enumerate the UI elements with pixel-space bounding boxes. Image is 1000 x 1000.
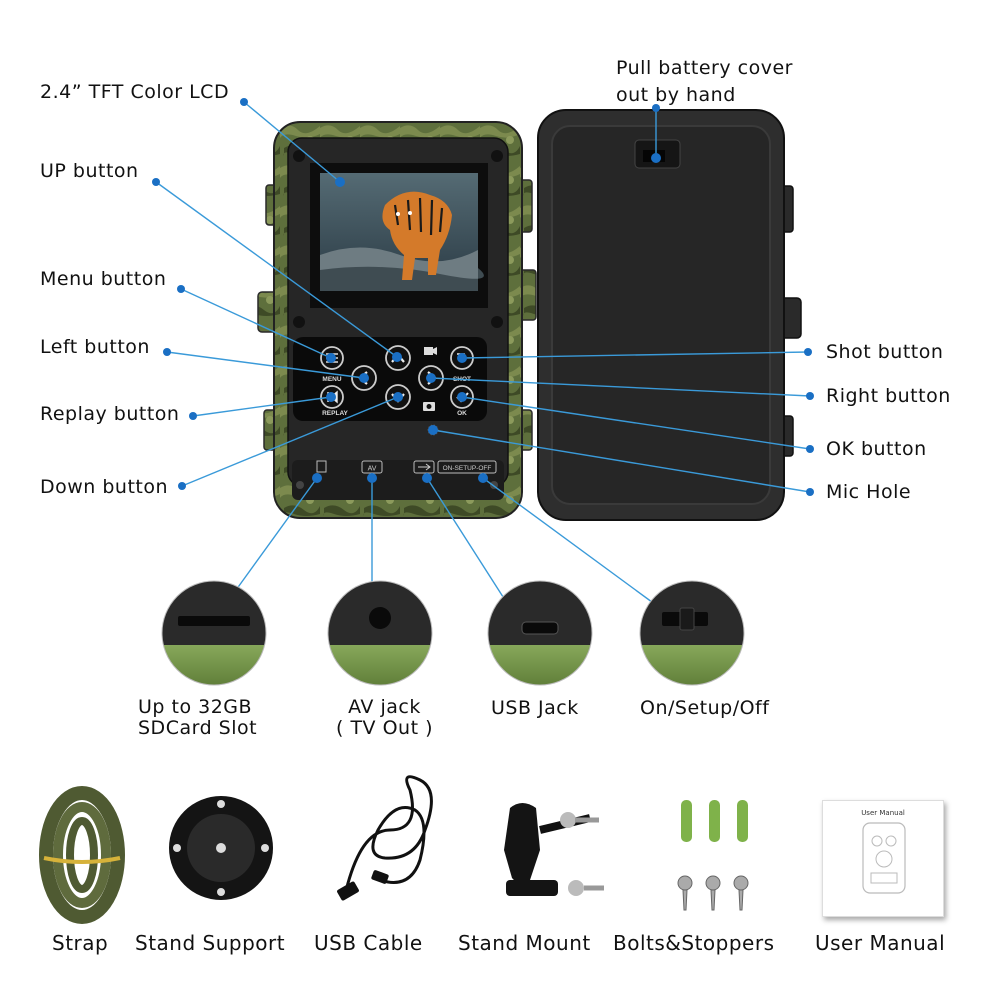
battery-cover bbox=[537, 109, 802, 521]
caption-av-jack: AV jack ( TV Out ) bbox=[336, 697, 433, 739]
label-replay-button: Replay button bbox=[40, 403, 180, 425]
stand-mount-image bbox=[504, 803, 604, 896]
switch-closeup bbox=[639, 580, 745, 686]
manual-cover-camera-icon bbox=[862, 822, 906, 894]
caption-switch: On/Setup/Off bbox=[640, 697, 770, 719]
screw-icon bbox=[491, 316, 503, 328]
label-battery-line2: out by hand bbox=[616, 84, 736, 106]
screw-icon bbox=[293, 150, 305, 162]
label-left-button: Left button bbox=[40, 336, 150, 358]
usb-cable-image bbox=[337, 775, 433, 901]
usb-jack-closeup bbox=[487, 580, 593, 686]
label-mic-hole: Mic Hole bbox=[826, 481, 912, 503]
caption-bolts-stoppers: Bolts&Stoppers bbox=[613, 931, 775, 955]
label-up-button: UP button bbox=[40, 160, 139, 182]
label-lcd: 2.4” TFT Color LCD bbox=[40, 81, 230, 103]
label-right-button: Right button bbox=[826, 385, 951, 407]
label-ok-button: OK button bbox=[826, 438, 927, 460]
usb-icon bbox=[413, 460, 435, 474]
caption-strap: Strap bbox=[52, 931, 109, 955]
label-battery-line1: Pull battery cover bbox=[616, 57, 793, 79]
screw-icon bbox=[293, 316, 305, 328]
leader-lines bbox=[155, 101, 811, 606]
caption-sd-line2: SDCard Slot bbox=[138, 717, 258, 739]
video-mode-icon bbox=[424, 347, 437, 355]
av-jack-closeup bbox=[327, 580, 433, 686]
sd-slot-closeup bbox=[161, 580, 267, 686]
replay-key-label: REPLAY bbox=[322, 410, 348, 417]
bolts-stoppers-image bbox=[677, 800, 749, 911]
ok-key-label: OK bbox=[457, 410, 467, 417]
stand-support-image bbox=[169, 796, 273, 900]
manual-cover-title: User Manual bbox=[861, 809, 905, 817]
caption-usb-cable: USB Cable bbox=[314, 931, 423, 955]
caption-av-line2: ( TV Out ) bbox=[336, 717, 433, 739]
sd-card-icon bbox=[316, 460, 327, 473]
caption-sd-slot: Up to 32GB SDCard Slot bbox=[138, 697, 257, 739]
caption-usb-jack: USB Jack bbox=[491, 697, 579, 719]
menu-key-label: MENU bbox=[322, 376, 341, 383]
tiger-image bbox=[382, 191, 452, 280]
lcd-screen bbox=[310, 163, 488, 308]
label-menu-button: Menu button bbox=[40, 268, 167, 290]
user-manual-image: User Manual bbox=[822, 800, 944, 917]
strap-image bbox=[39, 786, 125, 924]
switch-port-label: ON-SETUP-OFF bbox=[443, 465, 492, 472]
caption-sd-line1: Up to 32GB bbox=[138, 696, 253, 718]
caption-stand-support: Stand Support bbox=[135, 931, 286, 955]
port-markings: AV ON-SETUP-OFF bbox=[316, 460, 497, 474]
caption-stand-mount: Stand Mount bbox=[458, 931, 591, 955]
av-port-label: AV bbox=[368, 466, 377, 473]
camera-mode-icon bbox=[423, 402, 435, 411]
screw-icon bbox=[491, 150, 503, 162]
caption-user-manual: User Manual bbox=[815, 931, 946, 955]
leader-dots bbox=[152, 98, 814, 496]
caption-av-line1: AV jack bbox=[348, 696, 421, 718]
label-shot-button: Shot button bbox=[826, 341, 944, 363]
label-down-button: Down button bbox=[40, 476, 169, 498]
